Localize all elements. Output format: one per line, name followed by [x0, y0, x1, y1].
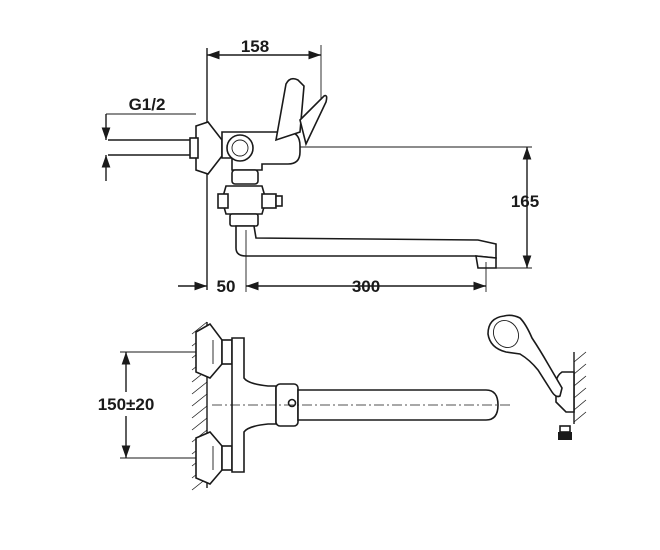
shower-face — [493, 320, 519, 348]
wall-plug — [559, 425, 571, 433]
upper-rosette — [195, 322, 223, 379]
hand-shower — [487, 314, 563, 398]
hose-connector — [275, 195, 283, 207]
dim-label-165: 165 — [511, 192, 539, 211]
body-boss-inner — [231, 139, 249, 157]
lower-eccentric — [221, 445, 233, 471]
diverter-right-knob — [261, 193, 277, 209]
upper-eccentric — [221, 339, 233, 365]
screw-head — [558, 432, 572, 440]
dim-label-thread: G1/2 — [129, 95, 166, 114]
spout — [235, 225, 497, 259]
rosette-nut — [189, 137, 199, 159]
top-side-view: 158 G1/2 165 50 300 — [101, 37, 539, 296]
holder-wall-hatching — [573, 351, 587, 423]
collar-screw — [287, 398, 297, 408]
body-boss — [226, 134, 254, 162]
dim-label-150: 150±20 — [98, 395, 155, 414]
diverter-left-knob — [217, 193, 229, 209]
bottom-plan-view: 150±20 — [86, 321, 510, 491]
dim-label-300: 300 — [352, 277, 380, 296]
lever-handle — [274, 77, 305, 142]
lower-rosette — [195, 431, 223, 485]
dim-label-158: 158 — [241, 37, 269, 56]
dim-label-50: 50 — [217, 277, 236, 296]
rosette — [195, 121, 223, 175]
diverter-collar — [231, 169, 259, 185]
shower-set — [487, 314, 587, 440]
lever-blade — [299, 94, 328, 147]
spout-swivel — [229, 213, 259, 227]
